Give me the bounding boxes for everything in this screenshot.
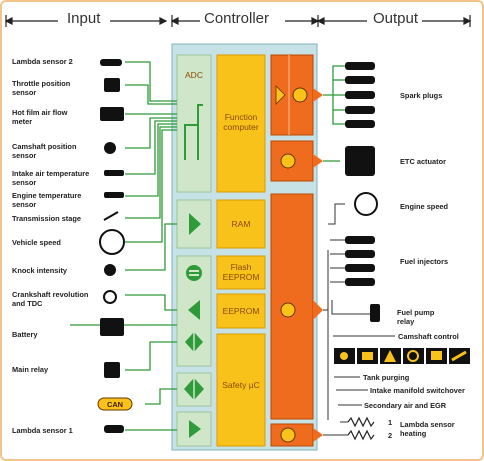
- eeprom-label: EEPROM: [222, 306, 260, 316]
- input-label: Knock intensity: [12, 266, 68, 275]
- etc-transistor-icon: [280, 153, 296, 169]
- adc-block: [176, 54, 212, 193]
- output-label: Tank purging: [363, 373, 410, 382]
- spark-plug-icon: [345, 91, 375, 99]
- spark-plug-icon: [345, 76, 375, 84]
- tachometer-icon: [354, 192, 378, 216]
- heater-transistor-icon: [280, 427, 296, 443]
- relay-icon: [370, 304, 380, 322]
- ram-block: [216, 199, 266, 249]
- input-label: Throttle position sensor: [12, 79, 71, 97]
- spark-plug-icon: [345, 62, 375, 70]
- switch-icon: [103, 211, 119, 221]
- input-wires: [70, 61, 177, 431]
- output-label: Spark plugs: [400, 91, 443, 100]
- input-header: Input: [67, 10, 101, 27]
- output-header: Output: [373, 10, 419, 27]
- temperature-sensor-icon: [104, 192, 124, 198]
- throttle-actuator-icon: [345, 146, 375, 176]
- ram-interface-block: [176, 199, 212, 249]
- function-computer-label: Function computer: [223, 112, 259, 132]
- injector-icon: [345, 236, 375, 244]
- input-label: Intake air temperature sensor: [12, 169, 90, 187]
- input-icons: [99, 59, 125, 433]
- ram-label: RAM: [231, 219, 251, 229]
- output-label: ETC actuator: [400, 157, 446, 166]
- spark-plug-icon: [345, 120, 375, 128]
- eeprom-block: [216, 293, 266, 329]
- relay-icon: [104, 362, 120, 378]
- function-computer-block: [216, 54, 266, 193]
- air-flow-meter-icon: [100, 107, 124, 121]
- input-label: Main relay: [12, 365, 49, 374]
- spark-plug-icon: [345, 106, 375, 114]
- lambda-arrow-icon: [189, 420, 201, 438]
- crankshaft-sensor-icon: [103, 290, 117, 304]
- can-label: CAN: [107, 400, 124, 409]
- can-bus-icon: [97, 397, 133, 411]
- input-label: Crankshaft revolution and TDC: [12, 290, 89, 308]
- output-label: Engine speed: [400, 202, 449, 211]
- output-label: Lambda sensor heating: [400, 420, 455, 438]
- output-icons: [345, 62, 380, 322]
- output-label: Fuel pump relay: [397, 308, 435, 326]
- input-label: Lambda sensor 1: [12, 426, 73, 435]
- output-label: Secondary air and EGR: [364, 401, 447, 410]
- warning-lamps: [334, 348, 470, 364]
- lambda-sensor-icon: [100, 59, 122, 66]
- output-label: Intake manifold switchover: [370, 386, 465, 395]
- input-label: Hot film air flow meter: [12, 108, 68, 126]
- input-label: Transmission stage: [12, 214, 82, 223]
- heater-number: 1: [388, 418, 393, 427]
- battery-icon: [100, 318, 124, 336]
- input-label: Battery: [12, 330, 38, 339]
- lambda-sensor-icon: [104, 425, 124, 433]
- input-label: Camshaft position sensor: [12, 142, 77, 160]
- temperature-sensor-icon: [104, 170, 124, 176]
- input-arrow-icon: [188, 300, 200, 320]
- injector-icon: [345, 250, 375, 258]
- heater-number: 2: [388, 431, 393, 440]
- header-dividers: [4, 15, 472, 27]
- adc-label: ADC: [185, 70, 203, 80]
- input-label: Lambda sensor 2: [12, 57, 73, 66]
- output-wires: [323, 65, 345, 162]
- output-label: Camshaft control: [398, 332, 459, 341]
- bus-port-icon: [186, 265, 202, 281]
- output-label: Fuel injectors: [400, 257, 449, 266]
- camshaft-sensor-icon: [104, 142, 116, 154]
- flash-eeprom-label: Flash EEPROM: [222, 262, 260, 282]
- output-stage-wires: [323, 203, 395, 436]
- heater-icon: [347, 429, 375, 441]
- controller-header: Controller: [204, 10, 270, 27]
- injector-icon: [345, 278, 375, 286]
- ignition-transistor-icon: [292, 87, 308, 103]
- knock-sensor-icon: [104, 264, 116, 276]
- ram-arrow-icon: [189, 213, 201, 235]
- injector-icon: [345, 264, 375, 272]
- throttle-sensor-icon: [104, 78, 120, 92]
- ignition-driver-icon: [275, 85, 286, 105]
- speed-gauge-icon: [99, 229, 125, 255]
- input-label: Engine temperature sensor: [12, 191, 82, 209]
- output-pointers: [313, 88, 323, 442]
- safety-uc-block: [216, 333, 266, 447]
- output-transistor-icon: [280, 302, 296, 318]
- safety-uc-label: Safety µC: [222, 380, 260, 390]
- input-label: Vehicle speed: [12, 238, 61, 247]
- heater-icon: [347, 416, 375, 428]
- flash-eeprom-block: [216, 255, 266, 290]
